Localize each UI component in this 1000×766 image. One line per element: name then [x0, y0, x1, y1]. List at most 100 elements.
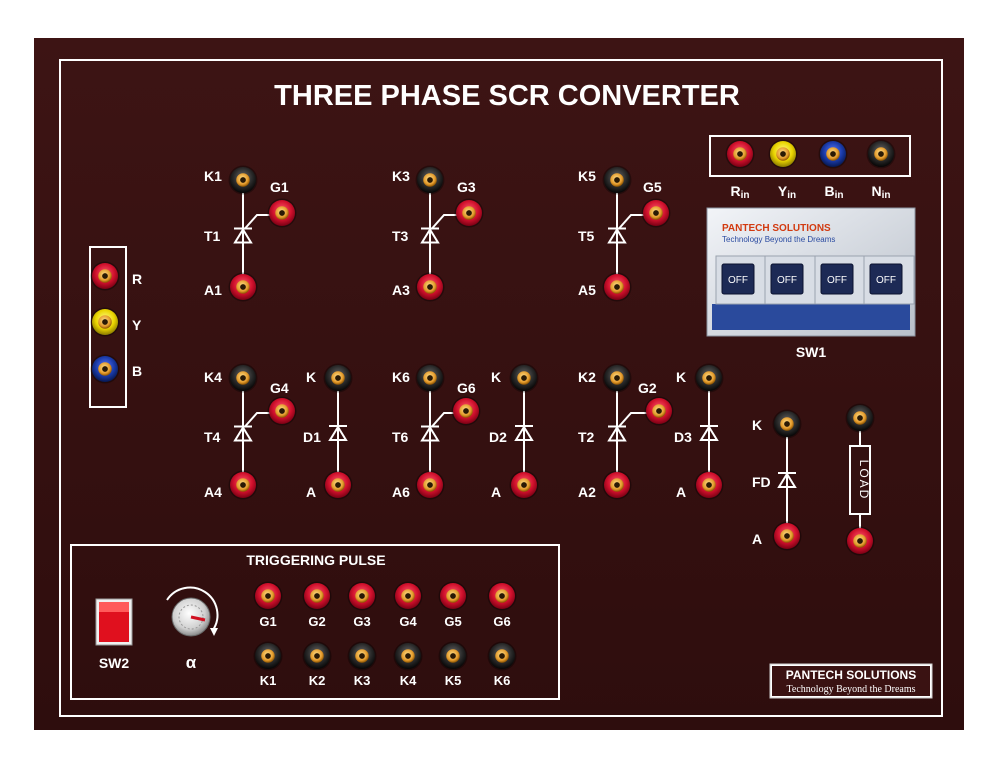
trigger-cathode-terminal-5[interactable]: [438, 641, 468, 671]
t5-cathode-terminal-hole: [614, 177, 620, 183]
trigger-gate-terminal-6[interactable]: [487, 581, 517, 611]
t4-gate-terminal-hole: [279, 408, 285, 414]
supply-terminal-n[interactable]: [866, 139, 896, 169]
trigger-cathode-label-2: K2: [309, 673, 326, 688]
d2-anode-terminal-hole: [521, 482, 527, 488]
t1-cathode-label: K1: [204, 168, 222, 184]
supply-terminal-r[interactable]: [725, 139, 755, 169]
page-title: THREE PHASE SCR CONVERTER: [274, 80, 740, 112]
t3-anode-terminal-hole: [427, 284, 433, 290]
d1-cathode-label: K: [306, 369, 316, 385]
fd-anode-terminal-hole: [784, 533, 790, 539]
d3-cathode-terminal[interactable]: [694, 363, 724, 393]
supply-terminal-b-hole: [830, 151, 836, 157]
fd-anode-terminal[interactable]: [772, 521, 802, 551]
t4-cathode-label: K4: [204, 369, 222, 385]
fd-triangle: [777, 472, 797, 488]
t1-anode-terminal[interactable]: [228, 272, 258, 302]
t6-gate-terminal-hole: [463, 408, 469, 414]
t4-anode-terminal-hole: [240, 482, 246, 488]
trigger-gate-terminal-2-hole: [314, 593, 320, 599]
t3-cathode-label: K3: [392, 168, 410, 184]
d3-anode-label: A: [676, 484, 686, 500]
phase-terminal-r-hole: [102, 273, 108, 279]
trigger-cathode-label-5: K5: [445, 673, 462, 688]
t2-anode-label: A2: [578, 484, 596, 500]
phase-terminal-y-hole: [102, 319, 108, 325]
t4-gate-label: G4: [270, 380, 289, 396]
trigger-gate-terminal-1[interactable]: [253, 581, 283, 611]
trigger-cathode-terminal-6[interactable]: [487, 641, 517, 671]
t6-cathode-terminal-hole: [427, 375, 433, 381]
trigger-gate-terminal-3[interactable]: [347, 581, 377, 611]
trigger-cathode-terminal-3[interactable]: [347, 641, 377, 671]
supply-terminal-y[interactable]: [768, 139, 798, 169]
t6-cathode-terminal[interactable]: [415, 363, 445, 393]
phase-label-y: Y: [132, 317, 142, 333]
breaker-switch-4[interactable]: [869, 263, 903, 295]
supply-terminal-y-hole: [780, 151, 786, 157]
t5-cathode-label: K5: [578, 168, 596, 184]
breaker-switch-3[interactable]: [820, 263, 854, 295]
t3-anode-terminal[interactable]: [415, 272, 445, 302]
trigger-gate-terminal-2[interactable]: [302, 581, 332, 611]
t2-gate-terminal-hole: [656, 408, 662, 414]
trigger-cathode-terminal-6-hole: [499, 653, 505, 659]
trigger-cathode-terminal-1[interactable]: [253, 641, 283, 671]
d1-anode-terminal[interactable]: [323, 470, 353, 500]
trigger-gate-terminal-5[interactable]: [438, 581, 468, 611]
breaker-tagline: Technology Beyond the Dreams: [722, 235, 835, 244]
trigger-cathode-terminal-2[interactable]: [302, 641, 332, 671]
t5-gate-terminal[interactable]: [641, 198, 671, 228]
t6-cathode-label: K6: [392, 369, 410, 385]
d3-anode-terminal[interactable]: [694, 470, 724, 500]
t6-gate-label: G6: [457, 380, 476, 396]
supply-label-b: Bin: [824, 183, 843, 201]
t2-cathode-label: K2: [578, 369, 596, 385]
fd-cathode-terminal[interactable]: [772, 409, 802, 439]
breaker-switch-2[interactable]: [770, 263, 804, 295]
d2-triangle: [514, 425, 534, 441]
t5-anode-terminal[interactable]: [602, 272, 632, 302]
knob-grip: [178, 604, 204, 630]
t2-gate-terminal[interactable]: [644, 396, 674, 426]
t1-cathode-terminal[interactable]: [228, 165, 258, 195]
t4-cathode-terminal-hole: [240, 375, 246, 381]
trigger-cathode-terminal-5-hole: [450, 653, 456, 659]
t5-cathode-terminal[interactable]: [602, 165, 632, 195]
t3-cathode-terminal[interactable]: [415, 165, 445, 195]
t6-gate-terminal[interactable]: [451, 396, 481, 426]
phase-terminal-b-hole: [102, 366, 108, 372]
t4-anode-terminal[interactable]: [228, 470, 258, 500]
t4-cathode-terminal[interactable]: [228, 363, 258, 393]
trigger-gate-terminal-4[interactable]: [393, 581, 423, 611]
t2-anode-terminal[interactable]: [602, 470, 632, 500]
t2-cathode-terminal[interactable]: [602, 363, 632, 393]
load-bottom-terminal[interactable]: [845, 526, 875, 556]
t6-anode-label: A6: [392, 484, 410, 500]
t3-gate-terminal[interactable]: [454, 198, 484, 228]
t6-anode-terminal[interactable]: [415, 470, 445, 500]
phase-terminal-b[interactable]: [90, 354, 120, 384]
d2-name-label: D2: [489, 429, 507, 445]
d1-cathode-terminal[interactable]: [323, 363, 353, 393]
t2-triangle: [607, 425, 627, 442]
d3-cathode-label: K: [676, 369, 686, 385]
t1-gate-terminal[interactable]: [267, 198, 297, 228]
branding-inner: [772, 666, 930, 696]
breaker-switch-1[interactable]: [721, 263, 755, 295]
t5-anode-terminal-hole: [614, 284, 620, 290]
supply-terminal-b[interactable]: [818, 139, 848, 169]
d2-anode-terminal[interactable]: [509, 470, 539, 500]
d2-cathode-terminal[interactable]: [509, 363, 539, 393]
trigger-cathode-terminal-4[interactable]: [393, 641, 423, 671]
load-top-terminal[interactable]: [845, 403, 875, 433]
phase-terminal-y[interactable]: [90, 307, 120, 337]
fd-name-label: FD: [752, 474, 771, 490]
t1-anode-label: A1: [204, 282, 222, 298]
t4-gate-terminal[interactable]: [267, 396, 297, 426]
phase-terminal-r[interactable]: [90, 261, 120, 291]
t3-anode-label: A3: [392, 282, 410, 298]
